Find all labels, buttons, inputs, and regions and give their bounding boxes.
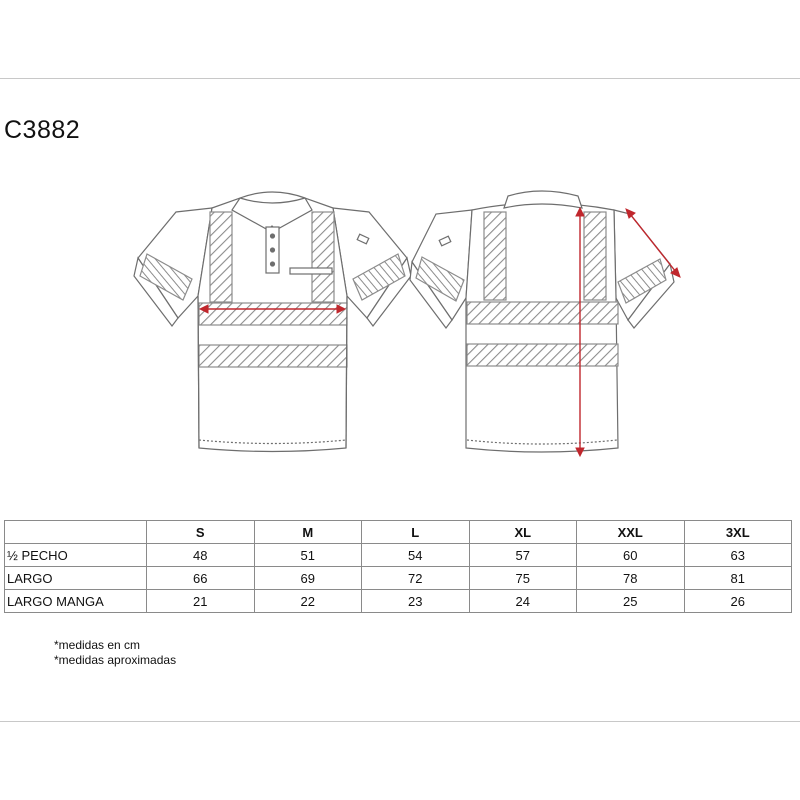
table-cell: 75 [468, 566, 577, 590]
table-cell: 21 [146, 589, 255, 613]
size-header-row: S M L XL XXL 3XL [4, 520, 792, 544]
table-cell: 24 [468, 589, 577, 613]
table-cell: 57 [468, 543, 577, 567]
size-table: S M L XL XXL 3XL ½ PECHO 48 51 54 57 60 … [4, 520, 792, 613]
row-label: LARGO [4, 566, 147, 590]
row-label: LARGO MANGA [4, 589, 147, 613]
footnote: *medidas en cm [54, 638, 141, 652]
footnotes: *medidas en cm *medidas aproximadas [54, 638, 176, 668]
table-cell: 26 [683, 589, 792, 613]
product-code: C3882 [4, 116, 81, 144]
table-cell: 54 [361, 543, 470, 567]
table-row: LARGO MANGA 21 22 23 24 25 26 [4, 589, 792, 613]
row-label: ½ PECHO [4, 543, 147, 567]
table-cell: 22 [253, 589, 362, 613]
table-cell: 51 [253, 543, 362, 567]
sleeve-measure-arrow [625, 208, 681, 278]
size-header: L [361, 520, 470, 544]
length-measure-arrow [575, 206, 585, 458]
table-row: LARGO 66 69 72 75 78 81 [4, 566, 792, 590]
table-row: ½ PECHO 48 51 54 57 60 63 [4, 543, 792, 567]
table-cell: 48 [146, 543, 255, 567]
size-header: 3XL [683, 520, 792, 544]
size-header: S [146, 520, 255, 544]
bottom-divider [0, 721, 800, 722]
table-cell: 60 [576, 543, 685, 567]
table-cell: 63 [683, 543, 792, 567]
table-cell: 78 [576, 566, 685, 590]
table-cell: 66 [146, 566, 255, 590]
footnote: *medidas aproximadas [54, 653, 177, 667]
table-cell: 69 [253, 566, 362, 590]
garment-diagram [133, 190, 681, 458]
top-divider [0, 78, 800, 79]
table-cell: 81 [683, 566, 792, 590]
table-cell: 23 [361, 589, 470, 613]
size-header: XXL [576, 520, 685, 544]
size-header-blank [4, 520, 147, 544]
shirt-front [133, 191, 412, 453]
size-header: M [253, 520, 362, 544]
table-cell: 25 [576, 589, 685, 613]
table-cell: 72 [361, 566, 470, 590]
size-header: XL [468, 520, 577, 544]
back-collar [503, 190, 583, 209]
chest-measure-arrow [198, 304, 347, 314]
shirt-back [409, 190, 675, 453]
